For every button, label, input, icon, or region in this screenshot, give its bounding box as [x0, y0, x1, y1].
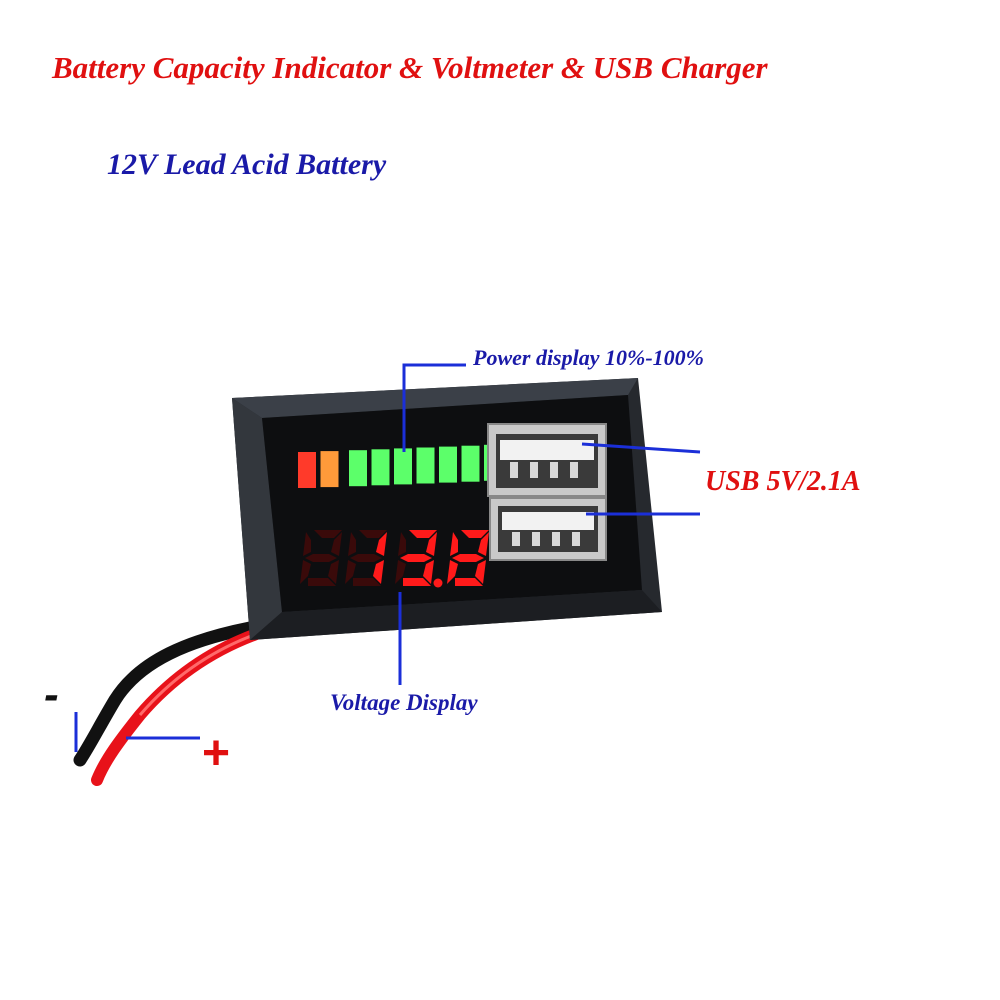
usb-port-top [487, 423, 607, 497]
digit-segment [452, 554, 484, 562]
digit-segment [395, 560, 406, 584]
bezel-top-edge [232, 378, 638, 418]
digit-segment [331, 532, 342, 556]
digit-segment [426, 532, 437, 556]
black-wire [73, 621, 257, 767]
capacity-segment [461, 445, 480, 482]
capacity-segment [320, 451, 339, 488]
voltage-readout [300, 530, 489, 588]
digit-segment [350, 554, 382, 562]
capacity-segment [416, 447, 435, 484]
usb-port-bottom [489, 497, 607, 561]
digit-segment [328, 560, 339, 584]
page-title: Battery Capacity Indicator & Voltmeter &… [52, 50, 768, 85]
leader-lines [74, 363, 701, 752]
digit-segment [423, 560, 434, 584]
digit-segment [348, 532, 356, 556]
bezel-bottom-edge [250, 590, 662, 640]
bezel-left-edge [232, 398, 282, 640]
power-leader-line [402, 363, 466, 452]
digit-segment [314, 530, 342, 538]
capacity-segment [371, 449, 390, 486]
digit-segment [400, 554, 432, 562]
usb-top-leader-line [581, 442, 701, 454]
power-display-label: Power display 10%-100% [473, 345, 704, 370]
digit-segment [461, 530, 489, 538]
negative-terminal-label: - [44, 670, 59, 719]
usb-rating-label: USB 5V/2.1A [705, 466, 861, 497]
digit-segment [447, 560, 458, 584]
digit-segment [455, 578, 483, 586]
digit-segment [300, 560, 311, 584]
capacity-segment [349, 450, 367, 487]
wire-pair [73, 621, 268, 786]
digit-segment [303, 532, 311, 556]
page-subtitle: 12V Lead Acid Battery [107, 148, 387, 181]
digit-segment [478, 532, 489, 556]
red-wire-highlight [138, 630, 263, 716]
voltage-display-label: Voltage Display [330, 690, 478, 715]
digit-segment [475, 560, 486, 584]
positive-terminal-label: + [202, 727, 231, 780]
digit-segment [305, 554, 337, 562]
digit-segment [353, 578, 381, 586]
capacity-segment [298, 452, 316, 488]
digit-segment [403, 578, 431, 586]
digit-segment [376, 532, 387, 556]
digit-segment [345, 560, 356, 584]
digit-segment [450, 532, 458, 556]
capacity-segment [439, 446, 457, 483]
digit-segment [359, 530, 387, 538]
digit-segment [409, 530, 437, 538]
digit-segment [373, 560, 384, 584]
digit-segment [308, 578, 336, 586]
decimal-point [433, 578, 443, 588]
capacity-bar [298, 444, 502, 488]
digit-segment [398, 532, 406, 556]
capacity-segment [394, 448, 412, 485]
